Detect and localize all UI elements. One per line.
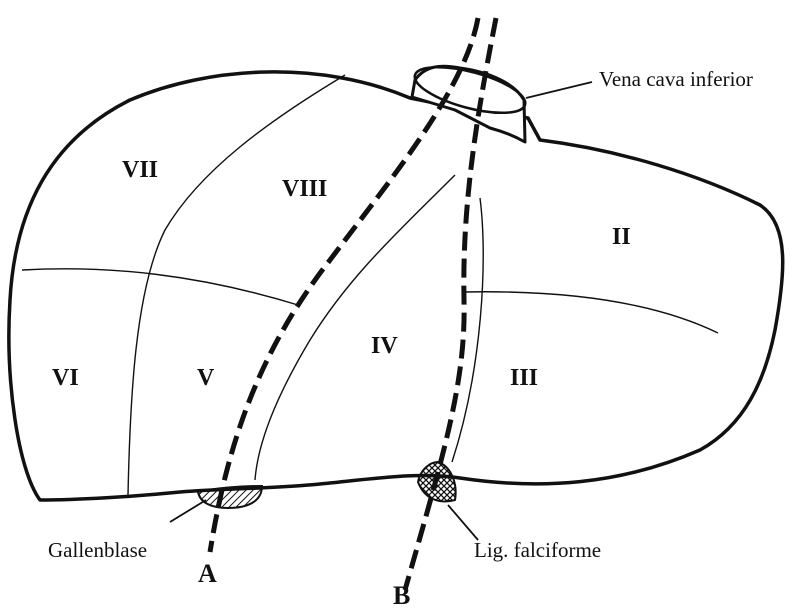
vena-cava-opening <box>413 65 527 115</box>
plane-line-a <box>207 17 481 553</box>
gallbladder-shape <box>196 484 264 510</box>
falciform-pointer <box>447 504 479 541</box>
segment-boundaries <box>21 74 719 496</box>
plane-label-a: A <box>198 559 217 588</box>
plane-label-b: B <box>393 581 410 608</box>
vena-cava-body <box>410 64 527 144</box>
segment-label-viii: VIII <box>282 176 327 202</box>
vena-cava-structure <box>410 64 593 144</box>
vena-cava-label: Vena cava inferior <box>599 67 753 91</box>
segment-label-iii: III <box>510 365 538 391</box>
segment-label-ii: II <box>612 224 631 250</box>
falciform-ligament-shape <box>416 460 457 503</box>
boundary-falciform-thin <box>451 197 484 463</box>
segment-label-vii: VII <box>122 157 158 183</box>
vena-cava-pointer <box>525 81 593 99</box>
segment-label-vi: VI <box>52 365 79 391</box>
boundary-iv-middle <box>254 174 456 481</box>
falciform-label: Lig. falciforme <box>474 538 601 562</box>
boundary-upper-lower-right <box>21 268 299 306</box>
boundary-vii-viii <box>127 74 346 496</box>
gallbladder-pointer <box>169 499 207 523</box>
liver-outline <box>7 70 785 502</box>
segment-label-v: V <box>197 365 215 391</box>
gallbladder-label: Gallenblase <box>48 538 147 562</box>
boundary-ii-iii <box>462 291 719 334</box>
segment-label-iv: IV <box>371 333 398 359</box>
